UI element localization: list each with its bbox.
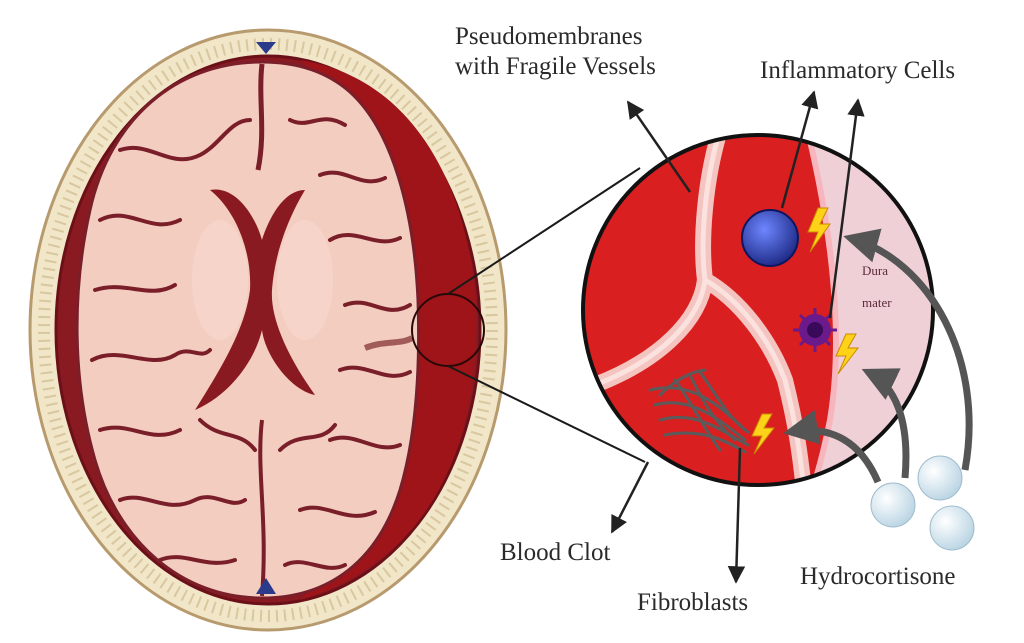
hydrocortisone-molecules bbox=[871, 456, 974, 550]
label-pseudomembranes: Pseudomembranes with Fragile Vessels bbox=[455, 22, 656, 82]
label-dura-mater: Dura mater bbox=[862, 264, 892, 310]
label-dura-line1: Dura bbox=[862, 264, 892, 278]
inflammatory-cell bbox=[742, 210, 798, 266]
brain-cross-section bbox=[30, 30, 506, 630]
label-hydrocortisone: Hydrocortisone bbox=[800, 562, 956, 592]
label-pseudomembranes-line1: Pseudomembranes bbox=[455, 22, 656, 52]
label-blood-clot: Blood Clot bbox=[500, 538, 610, 568]
label-inflammatory-cells: Inflammatory Cells bbox=[760, 56, 955, 86]
label-dura-line2: mater bbox=[862, 296, 892, 310]
label-fibroblasts: Fibroblasts bbox=[637, 588, 748, 618]
label-pseudomembranes-line2: with Fragile Vessels bbox=[455, 52, 656, 82]
